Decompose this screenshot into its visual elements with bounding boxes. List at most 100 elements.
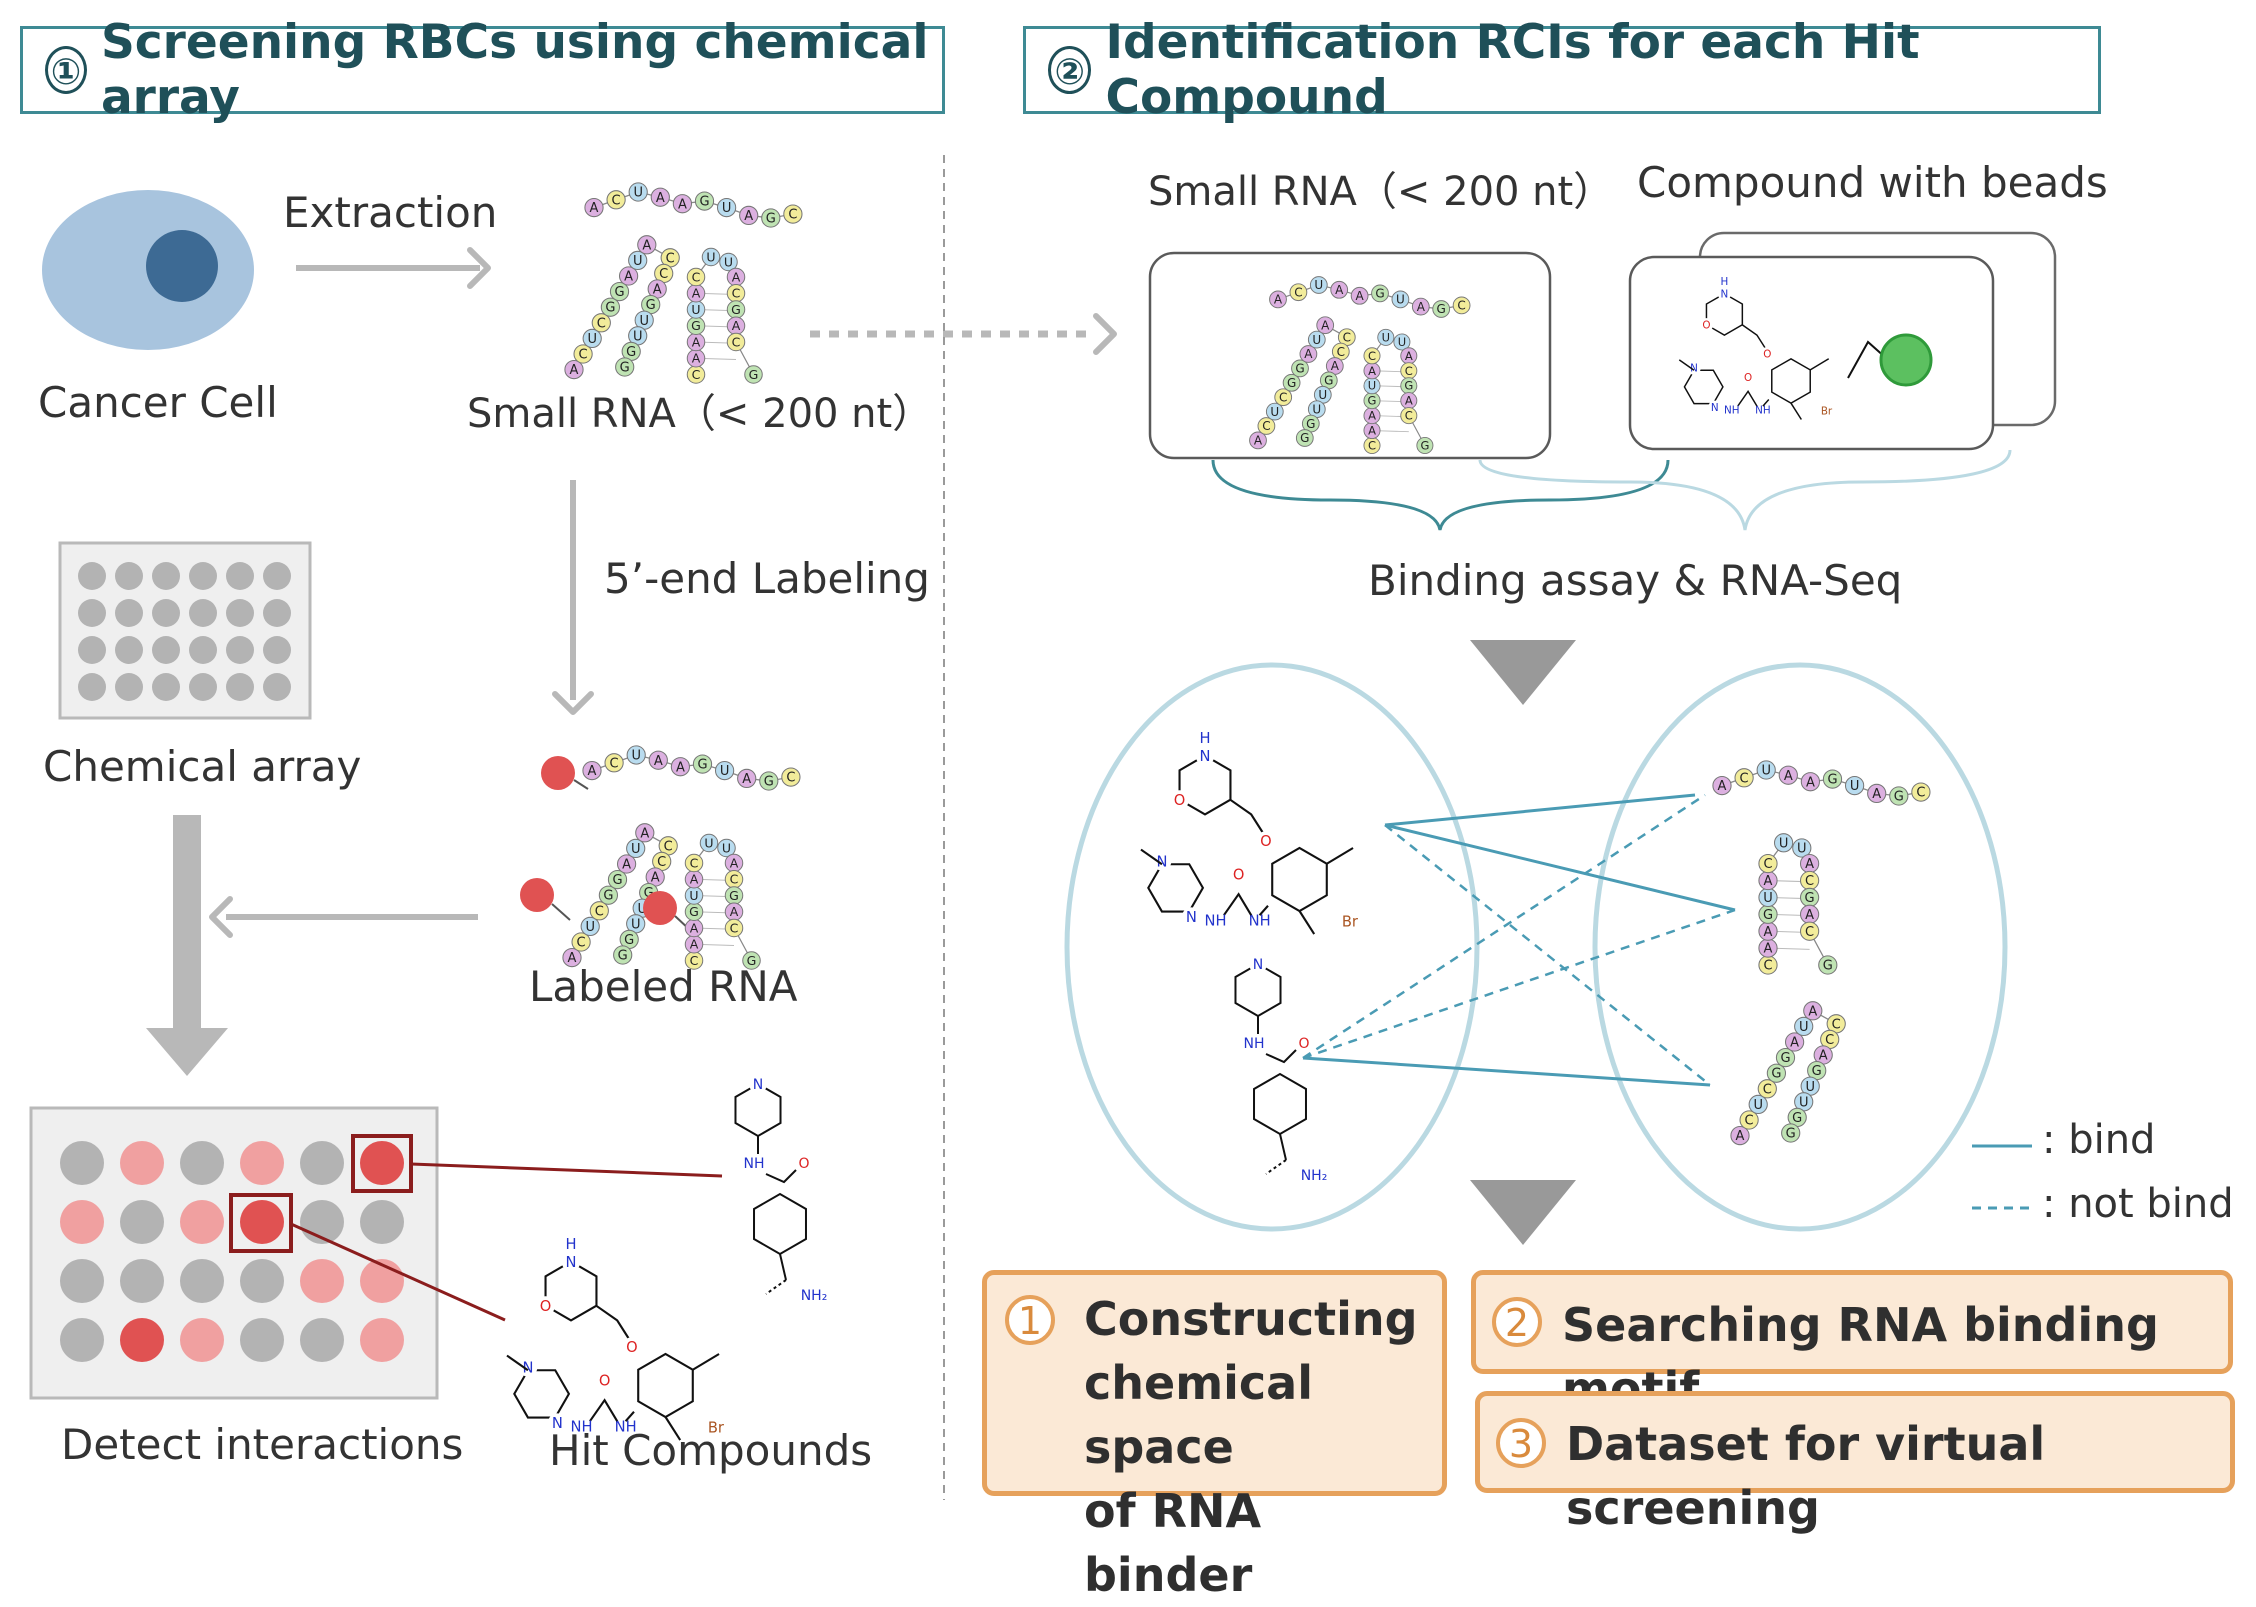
molecule-hit-a-ether-o: O [626,1339,638,1356]
rna-stem-ellipse-nt-13-letter: U [1805,1080,1815,1095]
rna-hairpin-card-nt-5-letter: A [1368,364,1376,378]
molecule-card-nh-a-bg [1756,403,1770,417]
detect-well-3-5 [360,1318,404,1362]
rna-linear-ellipse-nt-2-letter: U [1761,764,1771,779]
rna-linear-labeled-backbone [591,754,792,782]
rna-stem-top-nt-6-letter: A [624,270,633,285]
rna-linear-top-nt-4-letter: A [678,197,687,212]
rna-linear-card-nt-1-dot [1289,283,1308,302]
rna-stem-labeled-nt-4-letter: G [603,889,613,904]
rna-linear-top-nt-6-dot [716,197,737,218]
array-well-0-0 [78,562,106,590]
rna-stem-top-nt-3-dot [591,313,611,333]
label-bead-2 [520,878,554,912]
rna-hairpin-top-nt-6-letter: C [692,269,701,284]
rna-linear-top-nt-9-letter: C [788,208,797,223]
rna-linear-card-backbone [1277,284,1462,310]
rna-linear-labeled-nt-1-dot [604,753,624,773]
molecule-hit-a-nh-b: NH [570,1419,592,1436]
rna-linear-ellipse-nt-9-letter: C [1916,786,1925,801]
rna-hairpin-card-nt-0-letter: C [1368,439,1376,453]
array-well-0-3 [189,562,217,590]
rna-hairpin-ellipse-nt-6-dot [1758,853,1778,874]
rna-stem-top-nt-11-letter: A [653,283,662,298]
rna-linear-labeled-nt-6-dot [714,760,735,781]
label-hit-compounds: Hit Compounds [549,1426,873,1475]
array-well-2-4 [226,636,254,664]
rna-stem-ellipse-nt-16-dot [1781,1123,1801,1143]
ellipse-rnas [1592,662,2008,1232]
molecule-hit-b-methyl [765,1279,787,1295]
rna-stem-card-nt-0-letter: A [1254,434,1263,448]
molecule-ellipse-a-urea [1223,892,1253,916]
rna-linear-labeled-nt-9-letter: C [786,771,795,786]
rna-linear-ellipse-nt-7-letter: A [1872,787,1881,802]
rna-stem-top-nt-0-letter: A [570,363,579,378]
rna-stem-ellipse-nt-2-dot [1748,1094,1768,1115]
rna-hairpin-labeled-nt-7-letter: U [704,835,713,850]
molecule-card-urea-o-bg [1741,370,1755,384]
rna-stem-labeled-nt-2-letter: U [585,920,595,935]
cancer-cell-nucleus [146,230,218,302]
rna-hairpin-card-nt-8-letter: U [1398,335,1406,349]
rna-hairpin-top-nt-8-letter: U [724,254,733,269]
hit-connector-2 [290,1222,506,1322]
rna-linear-ellipse-nt-3-letter: A [1784,769,1793,784]
molecule-hit-a-urea-o: O [599,1373,611,1390]
rna-linear-card-nt-9-letter: C [1457,299,1465,313]
rna-hairpin-ellipse-nt-0-letter: C [1763,959,1772,974]
rna-linear-top-nt-1-letter: C [612,193,621,208]
rna-stem-ellipse-nt-5-letter: G [1780,1051,1790,1066]
molecule-ellipse-b-nh2: NH₂ [1301,1168,1328,1184]
rna-hairpin-labeled-nt-6-letter: C [690,855,699,870]
rna-stem-labeled-nt-2-dot [580,916,600,937]
rna-stem-labeled-nt-1-letter: C [577,936,586,951]
rna-stem-card-nt-2-dot [1265,402,1284,421]
detect-well-0-0 [60,1141,104,1185]
molecule-ellipse-a-ether-o-bg [1256,831,1276,851]
hit-box-1 [351,1134,413,1193]
rna-stem-labeled-nt-11-letter: A [651,871,660,886]
rna-hairpin-ellipse-nt-2-letter: A [1764,925,1773,940]
rna-hairpin-top-nt-12-letter: A [732,318,741,333]
molecule-card-nh-bond [1762,399,1770,407]
rna-hairpin-top-nt-8-dot [719,252,738,272]
array-well-3-3 [189,673,217,701]
molecule-ellipse-b-amide-o-bg [1295,1034,1313,1052]
molecule-ellipse-a-methyl-left [1140,848,1163,866]
rna-hairpin-card-nt-13-dot [1400,407,1418,425]
rna-stem-ellipse-nt-16-letter: G [1786,1127,1796,1142]
molecule-card-pyr-n2: N [1690,363,1698,375]
array-well-3-4 [226,673,254,701]
rna-hairpin-ellipse-nt-9-letter: A [1805,857,1814,872]
rna-linear-labeled-nt-4-dot [670,757,691,777]
molecule-ellipse-a-morpholine [1178,754,1232,816]
arrow-labeling-head [552,691,594,715]
molecule-card-methyl-left [1678,359,1695,371]
rna-hairpin-top-nt-7-letter: U [706,249,715,264]
molecule-ellipse-a-nh-a-bg [1250,911,1270,930]
rna-hairpin-top-nt-6-dot [686,267,706,287]
molecule-ellipse-a-pyr-n2: N [1156,853,1167,870]
molecule-hit-b-pyr-n: N [753,1077,763,1093]
rna-linear-labeled-nt-0-dot [582,760,602,781]
rna-linear-top-nt-2-dot [628,182,648,202]
label-chemical-array: Chemical array [43,742,362,791]
rna-stem-top-nt-12-letter: G [646,298,656,313]
molecule-ellipse-a-br-bg [1340,912,1360,931]
rna-stem-ellipse-nt-4-dot [1766,1063,1787,1083]
array-well-0-2 [152,562,180,590]
rna-linear-ellipse-nt-5-dot [1822,769,1843,789]
molecule-hit-a-morph-h-bg [561,1234,581,1254]
molecule-card-nh-b-bg [1725,403,1739,417]
rna-linear-ellipse-nt-3-dot [1778,765,1798,785]
rna-linear-top-nt-3-letter: A [656,191,665,206]
rna-linear-labeled-nt-2-letter: U [631,749,641,764]
molecule-card-morph-o: O [1702,319,1710,331]
rna-linear-ellipse-nt-1-dot [1734,768,1754,788]
